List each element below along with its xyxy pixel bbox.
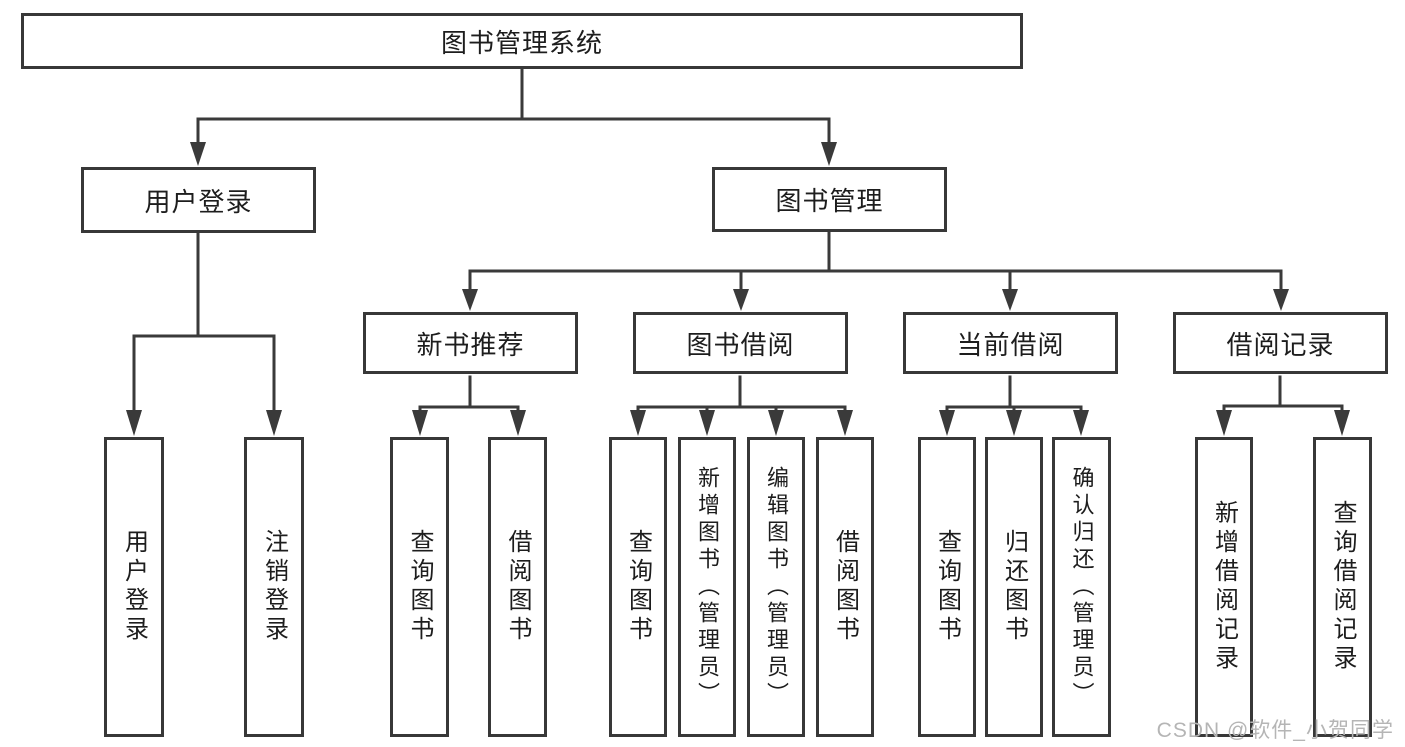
- leaf-return-books: 归还图书: [985, 437, 1043, 737]
- node-library-management-system: 图书管理系统: [21, 13, 1023, 69]
- arrowhead: [412, 410, 428, 436]
- node-label: 编辑图书（管理员）: [764, 465, 789, 709]
- arrowhead: [837, 410, 853, 436]
- csdn-watermark: CSDN @软件_小贺同学: [1156, 719, 1394, 742]
- leaf-borrow-query-books: 查询图书: [609, 437, 667, 737]
- node-user-login: 用户登录: [81, 167, 316, 233]
- connector-currentborrow-to-leaves: [945, 375, 1083, 415]
- arrowhead: [462, 289, 478, 311]
- connector-userlogin-to-leaves: [132, 231, 276, 415]
- node-label: 新书推荐: [416, 329, 525, 360]
- arrowhead: [733, 289, 749, 311]
- node-borrow-record: 借阅记录: [1173, 312, 1388, 374]
- node-label: 查询借阅记录: [1329, 500, 1356, 674]
- node-book-borrow: 图书借阅: [633, 312, 848, 374]
- connector-bookmgmt-to-level2: [468, 230, 1283, 294]
- node-label: 图书管理系统: [440, 27, 603, 58]
- node-label: 用户登录: [144, 186, 253, 217]
- arrowhead: [630, 410, 646, 436]
- node-label: 注销登录: [260, 529, 288, 645]
- node-label: 借阅记录: [1226, 329, 1335, 360]
- connector-newbook-to-leaves: [418, 375, 520, 415]
- connector-borrowrecord-to-leaves: [1222, 375, 1344, 415]
- arrowhead: [821, 142, 837, 166]
- leaf-user-login: 用户登录: [104, 437, 164, 737]
- leaf-newbook-borrow-books: 借阅图书: [488, 437, 547, 737]
- arrowhead: [1216, 410, 1232, 436]
- arrowhead: [266, 410, 282, 436]
- arrowhead: [510, 410, 526, 436]
- node-label: 归还图书: [1000, 529, 1028, 645]
- leaf-logout: 注销登录: [244, 437, 304, 737]
- leaf-current-query-books: 查询图书: [918, 437, 976, 737]
- arrowhead: [939, 410, 955, 436]
- arrowhead: [1002, 289, 1018, 311]
- arrowhead: [1334, 410, 1350, 436]
- node-label: 图书借阅: [686, 329, 795, 360]
- arrowhead: [126, 410, 142, 436]
- node-label: 借阅图书: [504, 529, 531, 645]
- node-label: 新增图书（管理员）: [695, 465, 720, 709]
- node-label: 当前借阅: [956, 329, 1065, 360]
- leaf-confirm-return-admin: 确认归还（管理员）: [1052, 437, 1111, 737]
- node-label: 新增借阅记录: [1210, 500, 1238, 674]
- arrowhead: [1006, 410, 1022, 436]
- leaf-add-book-admin: 新增图书（管理员）: [678, 437, 736, 737]
- node-new-book-recommend: 新书推荐: [363, 312, 578, 374]
- arrowhead: [699, 410, 715, 436]
- node-label: 借阅图书: [831, 529, 859, 645]
- connector-bookborrow-to-leaves: [636, 375, 847, 415]
- arrowhead: [1073, 410, 1089, 436]
- node-label: 确认归还（管理员）: [1069, 465, 1095, 709]
- leaf-edit-book-admin: 编辑图书（管理员）: [747, 437, 805, 737]
- leaf-borrow-borrow-books: 借阅图书: [816, 437, 874, 737]
- leaf-newbook-query-books: 查询图书: [390, 437, 449, 737]
- node-label: 查询图书: [406, 529, 433, 645]
- arrowhead: [190, 142, 206, 166]
- leaf-query-borrow-record: 查询借阅记录: [1313, 437, 1372, 737]
- node-book-management: 图书管理: [712, 167, 947, 232]
- node-label: 图书管理: [775, 186, 884, 216]
- node-label: 查询图书: [933, 529, 961, 645]
- node-label: 查询图书: [624, 529, 652, 645]
- connector-root-to-level1: [196, 67, 831, 148]
- node-current-borrow: 当前借阅: [903, 312, 1118, 374]
- arrowhead: [1273, 289, 1289, 311]
- arrowhead: [768, 410, 784, 436]
- leaf-add-borrow-record: 新增借阅记录: [1195, 437, 1253, 737]
- node-label: 用户登录: [120, 529, 148, 645]
